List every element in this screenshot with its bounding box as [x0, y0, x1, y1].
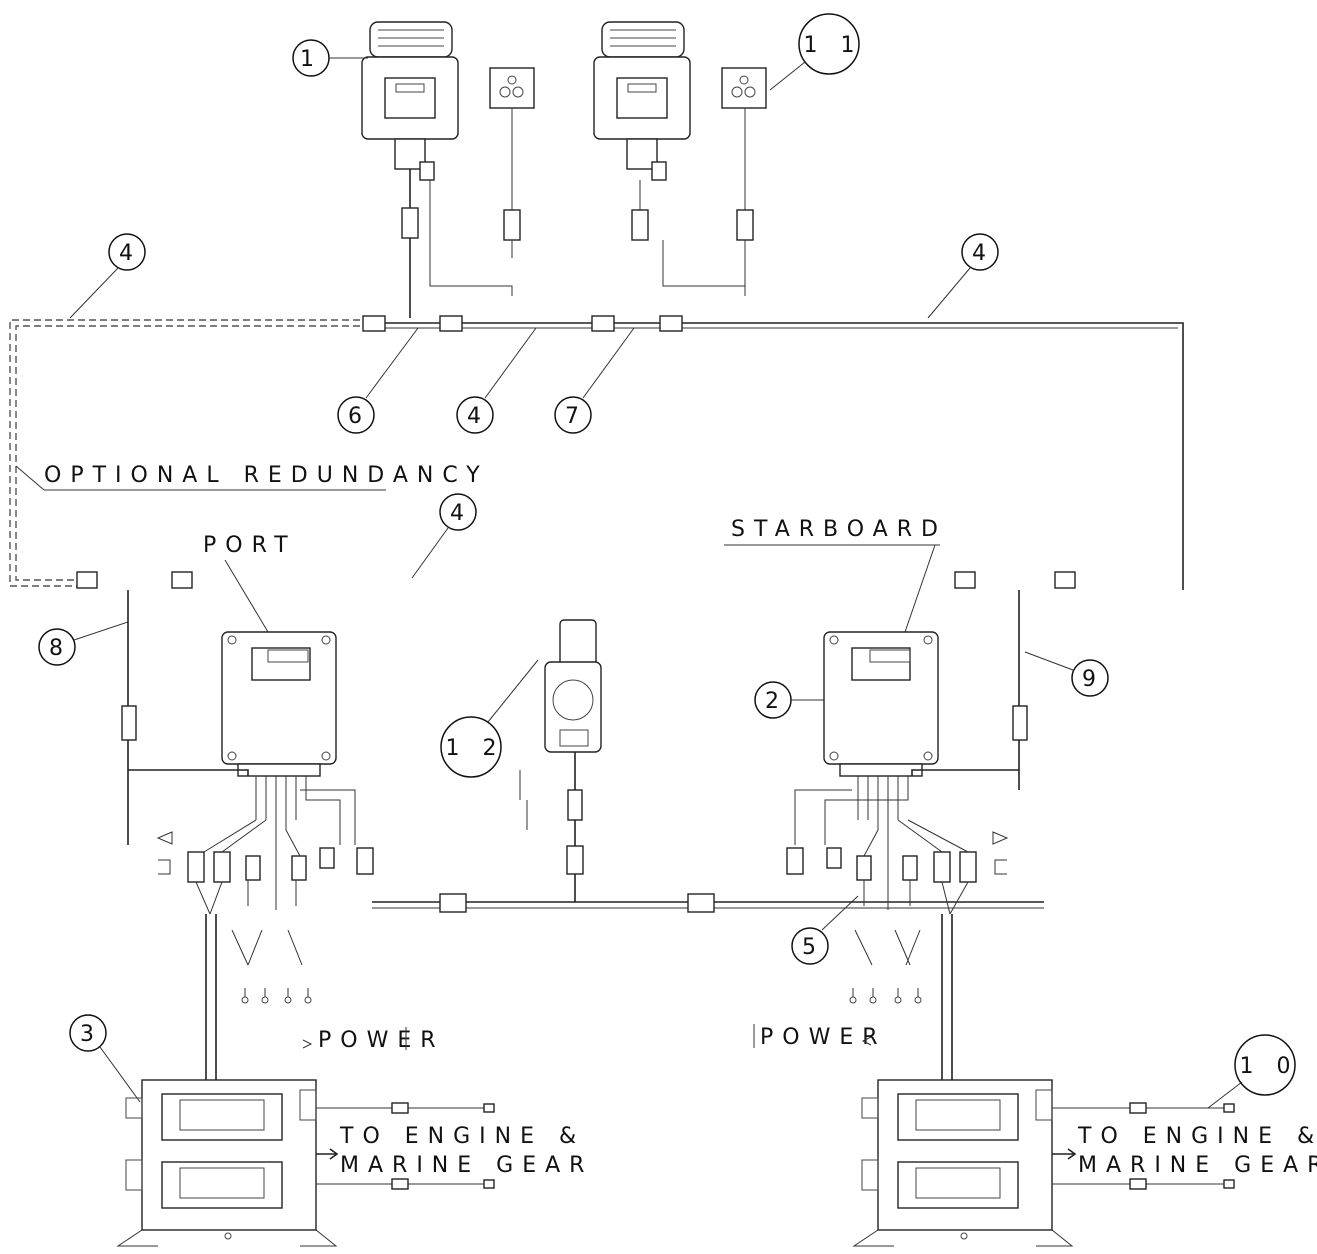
- optional-redundancy-text: OPTIONAL REDUNDANCY: [44, 463, 489, 488]
- starboard-processor: [823, 631, 939, 777]
- callout-9-text: 9: [1082, 667, 1104, 692]
- callout-8-text: 8: [49, 636, 71, 661]
- callout-4-left: 4: [69, 233, 146, 319]
- to-engine-left-line2: MARINE GEAR: [340, 1153, 593, 1178]
- starboard-text: STARBOARD: [731, 517, 947, 542]
- to-engine-left-line1: TO ENGINE &: [339, 1124, 585, 1149]
- callout-10: 1 0: [1207, 1034, 1299, 1109]
- callout-2-text: 2: [765, 689, 787, 714]
- callout-4-right: 4: [927, 233, 999, 319]
- callout-6-text: 6: [348, 404, 370, 429]
- starboard-label: STARBOARD: [724, 517, 947, 633]
- port-actuator: [116, 1079, 495, 1247]
- power-right-label: POWER: [753, 1024, 887, 1050]
- callout-9: 9: [1024, 651, 1109, 697]
- callout-6: 6: [337, 327, 419, 434]
- callout-3: 3: [69, 1014, 141, 1103]
- to-engine-right-line1: TO ENGINE &: [1077, 1124, 1317, 1149]
- callout-1: 1: [292, 39, 368, 77]
- callout-10-text: 1 0: [1240, 1054, 1299, 1079]
- to-engine-left-label: TO ENGINE & MARINE GEAR: [314, 1124, 593, 1178]
- power-right-text: POWER: [760, 1025, 887, 1050]
- callout-1-text: 1: [300, 47, 322, 72]
- station-plate-left: [489, 67, 535, 109]
- callout-12-text: 1 2: [446, 736, 505, 761]
- callout-5: 5: [791, 895, 859, 965]
- callout-11: 1 1: [769, 13, 863, 91]
- to-engine-right-line2: MARINE GEAR: [1078, 1153, 1317, 1178]
- starboard-actuator: [852, 1079, 1235, 1247]
- callout-5-text: 5: [802, 935, 824, 960]
- callout-4-mid-text: 4: [467, 404, 489, 429]
- callout-2: 2: [754, 681, 835, 719]
- handheld-remote: [519, 619, 602, 902]
- callout-4-right-text: 4: [972, 241, 994, 266]
- callout-4-center: 4: [411, 493, 477, 579]
- callout-12: 1 2: [440, 659, 539, 778]
- control-head-right: [593, 21, 691, 181]
- power-left-label: POWER: [302, 1027, 445, 1053]
- port-label: PORT: [203, 533, 297, 633]
- callout-4-center-text: 4: [450, 501, 472, 526]
- station-plate-right: [721, 67, 767, 109]
- to-engine-right-label: TO ENGINE & MARINE GEAR: [1052, 1124, 1317, 1178]
- callout-11-text: 1 1: [804, 33, 863, 58]
- optional-redundancy-label: OPTIONAL REDUNDANCY: [15, 463, 489, 491]
- callout-7-text: 7: [565, 404, 587, 429]
- callout-4-mid: 4: [456, 327, 537, 434]
- callout-8: 8: [38, 621, 129, 666]
- callout-7: 7: [554, 327, 635, 434]
- callout-4-left-text: 4: [119, 241, 141, 266]
- callout-3-text: 3: [80, 1022, 102, 1047]
- control-head-left: [361, 21, 459, 181]
- port-processor: [221, 631, 337, 777]
- port-text: PORT: [203, 533, 297, 558]
- power-left-text: POWER: [318, 1028, 445, 1053]
